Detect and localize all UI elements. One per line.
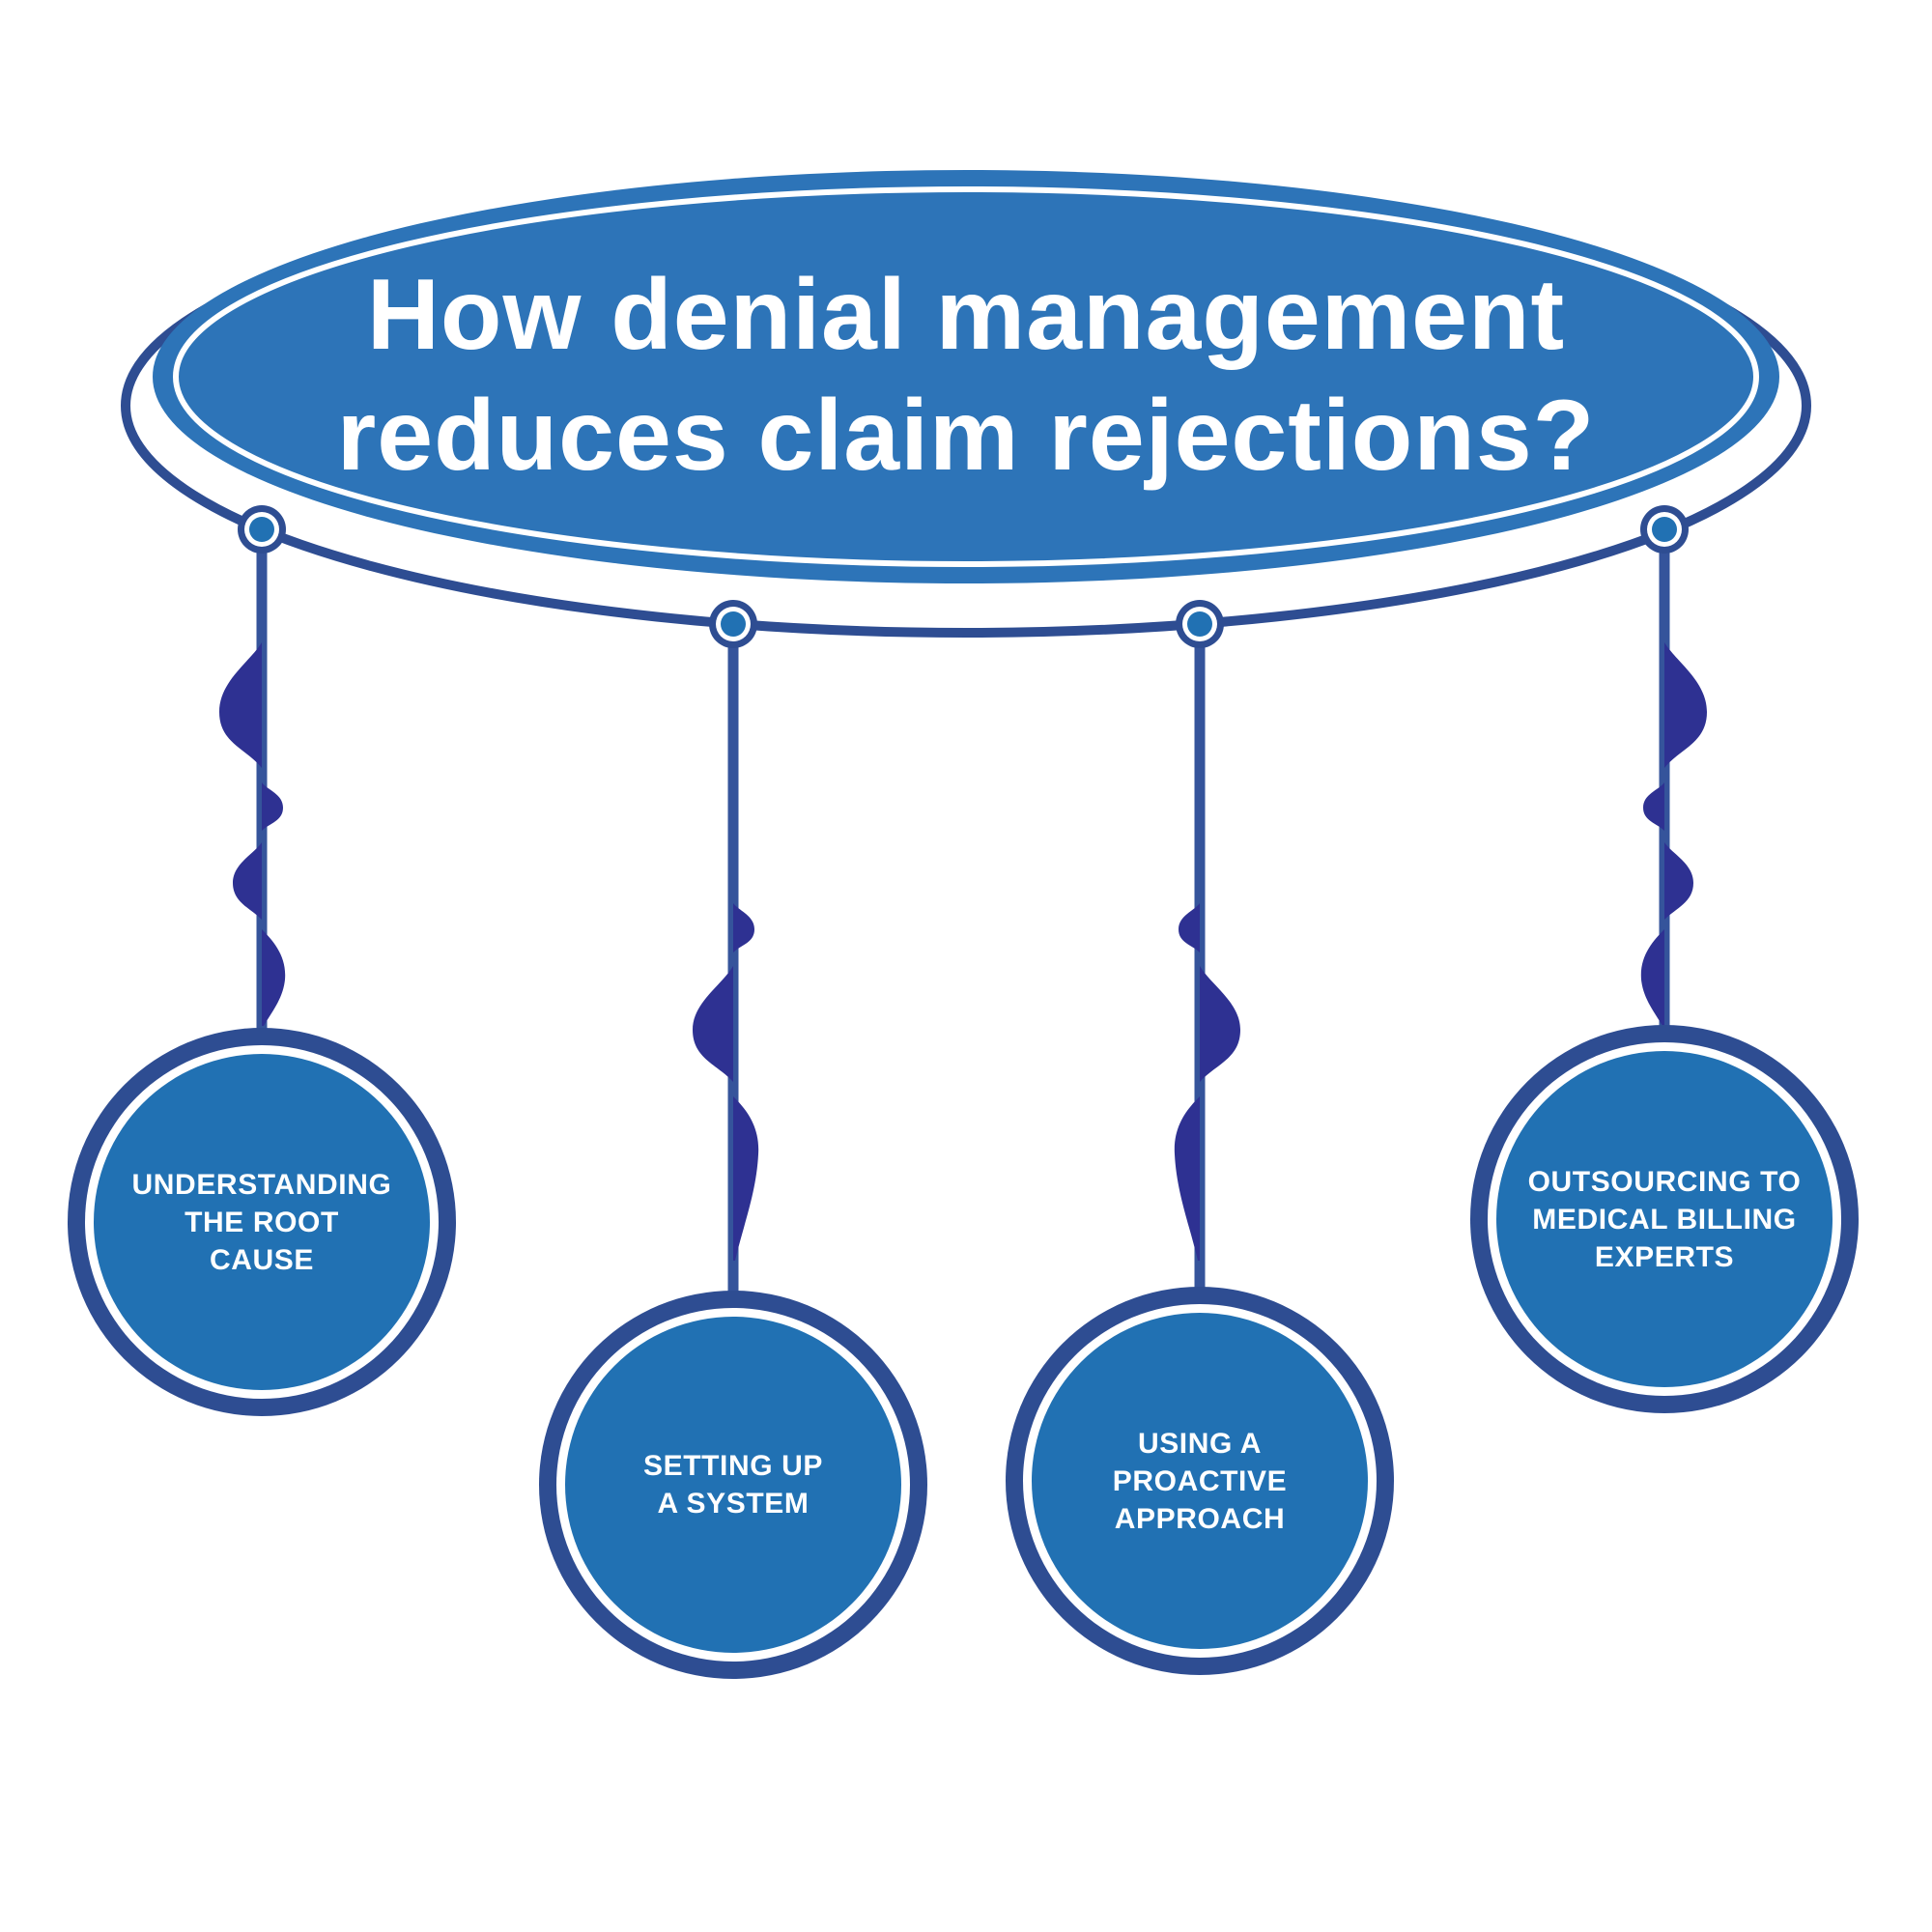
title-ellipse-inner-outline (173, 186, 1759, 567)
node-circle-2 (539, 1291, 927, 1679)
node-circle-3 (1006, 1287, 1394, 1675)
ribbon-sail (1664, 842, 1693, 920)
label-line: OUTSOURCING TO (1527, 1166, 1802, 1198)
node-label-understanding-root-cause: UNDERSTANDING THE ROOT CAUSE (98, 1166, 426, 1279)
ribbon-twist-1 (219, 642, 286, 1026)
hanger-ring-4 (1640, 505, 1689, 554)
node-fill (565, 1317, 901, 1653)
ring-dot (1187, 611, 1212, 637)
label-line: SETTING UP (642, 1450, 823, 1482)
hanger-ring-2 (709, 600, 757, 648)
node-label-proactive-approach: USING A PROACTIVE APPROACH (1036, 1425, 1364, 1538)
ribbon-sail (219, 642, 262, 768)
label-line: EXPERTS (1594, 1241, 1735, 1273)
ring-dot (721, 611, 746, 637)
label-line: MEDICAL BILLING (1532, 1204, 1797, 1236)
ribbon-sail (1643, 782, 1664, 831)
ribbon-sail (733, 1096, 759, 1261)
ribbon-sail (233, 842, 262, 920)
node-label-setting-up-system: SETTING UP A SYSTEM (569, 1447, 897, 1522)
node-fill (1496, 1051, 1833, 1387)
ring-dot (249, 517, 274, 542)
ribbon-twist-2 (693, 903, 759, 1261)
ribbon-sail (1640, 929, 1664, 1026)
node-fill (1032, 1313, 1368, 1649)
label-line: APPROACH (1114, 1503, 1286, 1535)
ribbon-sail (262, 782, 283, 831)
label-line: A SYSTEM (657, 1488, 810, 1520)
ribbon-sail (262, 929, 286, 1026)
hanger-ring-1 (238, 505, 286, 554)
node-fill (94, 1054, 430, 1390)
node-label-outsourcing-experts: OUTSOURCING TO MEDICAL BILLING EXPERTS (1500, 1163, 1829, 1276)
title-line-1: How denial management (366, 259, 1566, 371)
label-line: PROACTIVE (1112, 1465, 1288, 1497)
ribbon-sail (1179, 903, 1200, 952)
ribbon-sail (733, 903, 754, 952)
ribbon-sail (693, 966, 733, 1082)
label-line: CAUSE (209, 1244, 314, 1276)
ribbon-twist-4 (1640, 642, 1707, 1026)
ribbon-twist-3 (1174, 903, 1240, 1261)
node-circle-1 (68, 1028, 456, 1416)
label-line: THE ROOT (185, 1207, 339, 1238)
infographic-title: How denial management reduces claim reje… (0, 255, 1932, 497)
ribbon-sail (1200, 966, 1240, 1082)
label-line: USING A (1137, 1428, 1263, 1460)
title-line-2: reduces claim rejections? (336, 379, 1596, 492)
ribbon-sail (1174, 1096, 1200, 1261)
node-circle-4 (1470, 1025, 1859, 1413)
ribbon-sail (1664, 642, 1707, 768)
title-ellipse (153, 170, 1779, 583)
hanger-ring-3 (1176, 600, 1224, 648)
label-line: UNDERSTANDING (131, 1169, 392, 1201)
ring-dot (1652, 517, 1677, 542)
